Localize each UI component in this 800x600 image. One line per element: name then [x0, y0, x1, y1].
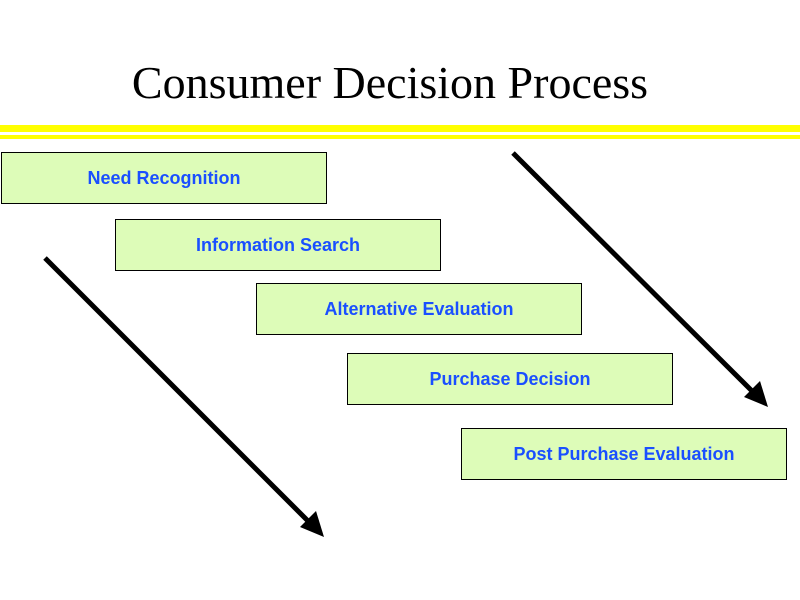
step-information-search: Information Search [115, 219, 441, 271]
left-arrow-shaft [43, 256, 310, 523]
left-arrow-head-icon [300, 511, 324, 537]
slide-title: Consumer Decision Process [131, 57, 649, 108]
step-label: Post Purchase Evaluation [513, 443, 735, 464]
title-underline-thin [0, 135, 800, 139]
step-purchase-decision: Purchase Decision [347, 353, 673, 405]
step-label: Purchase Decision [429, 368, 591, 389]
right-arrow-head-icon [744, 381, 768, 407]
step-alternative-evaluation: Alternative Evaluation [256, 283, 582, 335]
step-label: Information Search [195, 234, 361, 255]
step-label: Need Recognition [87, 167, 241, 188]
right-arrow-shaft [511, 151, 754, 393]
step-post-purchase-evaluation: Post Purchase Evaluation [461, 428, 787, 480]
step-label: Alternative Evaluation [324, 298, 514, 319]
title-underline-thick [0, 125, 800, 132]
step-need-recognition: Need Recognition [1, 152, 327, 204]
